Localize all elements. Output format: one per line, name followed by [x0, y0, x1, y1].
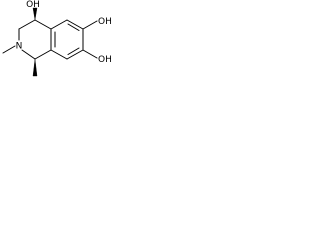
bond-n-c1	[21, 49, 36, 60]
nitrogen-label: N	[16, 42, 23, 52]
oh-top-label: OH	[26, 0, 40, 10]
stereo-wedge-methyl	[32, 58, 38, 77]
bond-c4-c3	[18, 19, 36, 30]
oh-lower-right-label: OH	[98, 55, 112, 65]
bond-ring-a6-a1	[50, 19, 68, 30]
oh-upper-right-label: OH	[98, 17, 112, 27]
double-bond-inner-2	[67, 47, 80, 55]
stereo-wedge-oh	[32, 7, 38, 21]
bond-ring-oh-lower	[82, 49, 98, 59]
bond-ring-oh-upper	[82, 20, 98, 30]
bond-n-methyl	[2, 45, 16, 54]
chemical-structure-diagram: OH N OH OH	[2, 0, 112, 77]
bond-ring-a4-a5	[50, 49, 68, 60]
bond-c1-c8a	[34, 49, 52, 60]
double-bond-inner-1	[67, 23, 80, 31]
bond-ring-a3-a4	[66, 49, 84, 60]
bond-c4-c4a	[34, 19, 52, 30]
bond-ring-a1-a2	[66, 19, 84, 30]
